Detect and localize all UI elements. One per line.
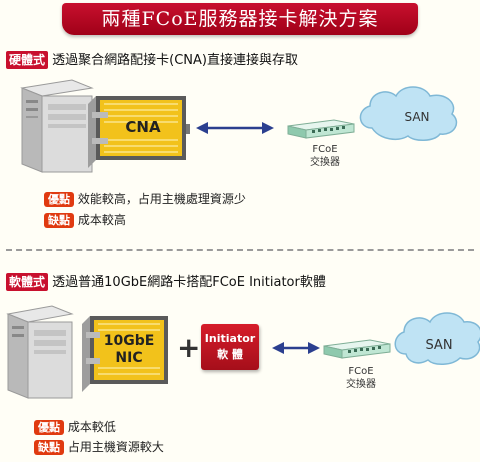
con-text: 占用主機資源較大 — [67, 440, 164, 454]
network-card-icon — [88, 96, 190, 168]
san-label: SAN — [425, 338, 453, 353]
title-banner — [62, 3, 418, 35]
section2-con-row: 缺點 占用主機資源較大 — [34, 439, 164, 455]
section1-pro-row: 優點 效能較高，占用主機處理資源少 — [44, 191, 246, 207]
fcoe-switch-label-1: FCoE — [348, 366, 374, 377]
fcoe-switch-label-1: FCoE — [312, 144, 338, 155]
initiator-label-2: 軟 體 — [217, 348, 243, 361]
con-tag: 缺點 — [34, 440, 64, 455]
section2-heading: 透過普通10GbE網路卡搭配FCoE Initiator軟體 — [52, 275, 326, 290]
section1-heading: 透過聚合網路配接卡(CNA)直接連接與存取 — [52, 53, 298, 68]
network-card-icon — [82, 316, 168, 392]
fcoe-switch-label-2: 交換器 — [310, 157, 340, 168]
pro-text: 效能較高，占用主機處理資源少 — [77, 192, 246, 206]
switch-icon — [287, 119, 355, 139]
cloud-icon — [394, 312, 480, 365]
con-tag: 缺點 — [44, 213, 74, 228]
initiator-software-box — [201, 324, 259, 370]
section1-heading-row: 硬體式 透過聚合網路配接卡(CNA)直接連接與存取 — [6, 51, 298, 70]
software-tag: 軟體式 — [6, 273, 49, 291]
switch-icon — [323, 339, 391, 359]
san-label: SAN — [404, 110, 430, 124]
cloud-icon — [359, 86, 458, 141]
hardware-tag: 硬體式 — [6, 51, 49, 69]
nic-card-label-1: 10GbE — [103, 333, 155, 349]
pro-text: 成本較低 — [67, 420, 116, 434]
section2-heading-row: 軟體式 透過普通10GbE網路卡搭配FCoE Initiator軟體 — [6, 273, 326, 292]
pro-tag: 優點 — [44, 192, 74, 207]
server-tower-icon — [6, 305, 74, 399]
section2-pro-row: 優點 成本較低 — [34, 419, 116, 435]
pro-tag: 優點 — [34, 420, 64, 435]
fcoe-switch-label-2: 交換器 — [346, 379, 376, 390]
server-tower-icon — [20, 79, 94, 173]
cna-card-label: CNA — [125, 118, 161, 136]
con-text: 成本較高 — [77, 213, 126, 227]
initiator-label-1: Initiator — [204, 332, 256, 345]
plus-sign: + — [177, 331, 201, 364]
section-divider — [6, 249, 474, 251]
double-arrow-icon — [196, 122, 274, 134]
section1-con-row: 缺點 成本較高 — [44, 212, 126, 228]
nic-card-label-2: NIC — [115, 350, 143, 366]
page-title: 兩種FCoE服務器接卡解決方案 — [101, 8, 379, 30]
double-arrow-icon — [272, 342, 320, 354]
